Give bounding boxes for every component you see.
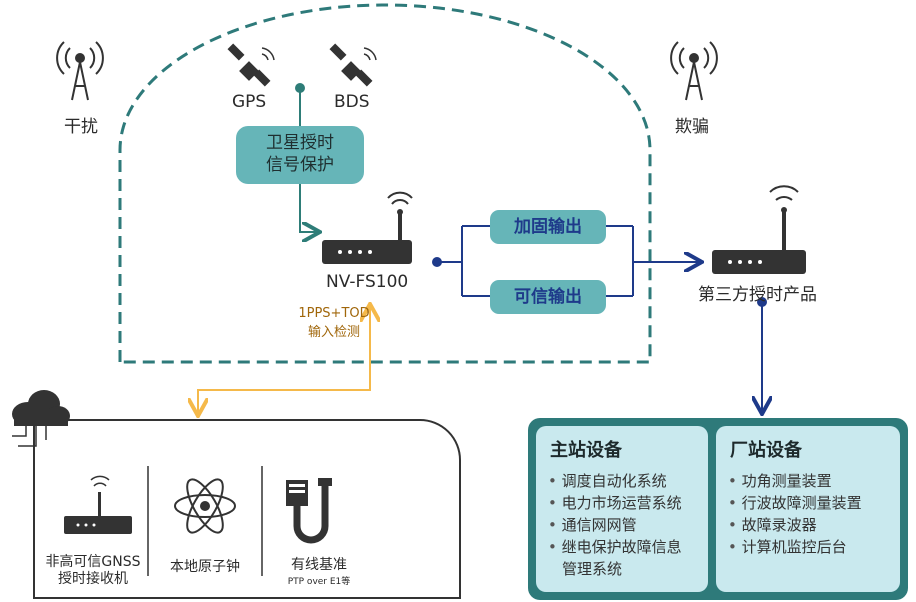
plant-station-title: 厂站设备 [730, 440, 802, 461]
atomic-clock-icon [174, 478, 236, 534]
spoofing-antenna-icon [670, 41, 718, 101]
wired-connector-icon [286, 478, 332, 544]
spoofing-label: 欺骗 [675, 117, 709, 137]
main-station-item: 管理系统 [562, 560, 623, 578]
output-lines [437, 225, 700, 297]
gnss-receiver-icon [64, 475, 132, 534]
wired-ref-label: 有线基准 [291, 557, 347, 573]
plant-station-item: 功角测量装置 [728, 470, 862, 492]
nv-fs100-device-icon [322, 191, 413, 264]
third-party-label: 第三方授时产品 [698, 285, 817, 305]
main-station-panel: 主站设备 调度自动化系统 电力市场运营系统 通信网网管 继电保护故障信息 管理系… [536, 426, 708, 592]
input-check-line [198, 312, 371, 414]
cloud-network-icon [12, 390, 70, 447]
plant-station-panel: 厂站设备 功角测量装置 行波故障测量装置 故障录波器 计算机监控后台 [716, 426, 900, 592]
main-station-title: 主站设备 [550, 440, 622, 461]
protection-line-1: 卫星授时 [266, 133, 334, 153]
atomic-clock-label: 本地原子钟 [170, 559, 240, 575]
gps-label: GPS [232, 92, 267, 112]
bds-label: BDS [334, 92, 370, 112]
device-name: NV-FS100 [326, 272, 409, 292]
third-party-device-icon [712, 185, 806, 274]
gnss-receiver-label: 非高可信GNSS 授时接收机 [40, 554, 146, 588]
main-station-item: 调度自动化系统 [548, 470, 682, 492]
jamming-label: 干扰 [64, 117, 98, 137]
jamming-antenna-icon [56, 41, 104, 101]
gnss-line-1: 非高可信GNSS [45, 554, 141, 570]
reinforced-output-badge: 加固输出 [490, 210, 606, 244]
gnss-line-2: 授时接收机 [58, 571, 128, 587]
plant-station-item: 计算机监控后台 [728, 536, 862, 558]
main-station-item: 继电保护故障信息 [548, 536, 682, 558]
gps-satellite-icon [227, 43, 275, 87]
input-check-line-2: 输入检测 [307, 325, 360, 340]
local-sources-frame [33, 419, 461, 599]
input-check-line-1: 1PPS+TOD [298, 306, 370, 321]
protection-line-2: 信号保护 [266, 155, 334, 175]
main-station-item: 通信网网管 [548, 514, 682, 536]
plant-station-item: 故障录波器 [728, 514, 862, 536]
bds-satellite-icon [329, 43, 377, 87]
wired-ref-sublabel: PTP over E1等 [287, 577, 351, 587]
protection-badge: 卫星授时 信号保护 [236, 126, 364, 184]
protection-boundary [118, 3, 652, 364]
main-station-item: 电力市场运营系统 [548, 492, 682, 514]
input-check-label: 1PPS+TOD 输入检测 [296, 306, 372, 340]
plant-station-item: 行波故障测量装置 [728, 492, 862, 514]
trusted-output-badge: 可信输出 [490, 280, 606, 314]
